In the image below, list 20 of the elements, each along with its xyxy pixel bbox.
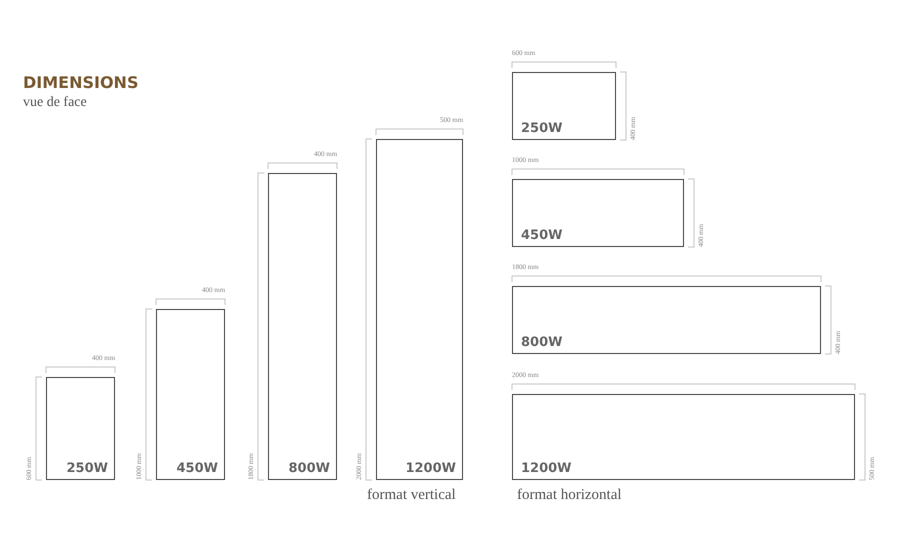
section-label: format vertical: [367, 488, 456, 503]
panel-outline: [376, 139, 463, 480]
heading: DIMENSIONS: [23, 75, 138, 91]
subtitle: vue de face: [23, 96, 87, 110]
section-label: format horizontal: [517, 488, 622, 503]
panel-outline: [512, 286, 821, 354]
wattage-label: 450W: [176, 462, 218, 475]
panel-outline: [512, 72, 616, 140]
panel-outline: [268, 173, 337, 480]
wattage-label: 450W: [521, 229, 562, 242]
panel-outline: [512, 394, 855, 480]
wattage-label: 800W: [521, 336, 562, 349]
wattage-label: 800W: [288, 462, 330, 475]
wattage-label: 1200W: [405, 462, 456, 475]
panel-outline: [512, 179, 684, 247]
panel-outline: [156, 309, 225, 480]
wattage-label: 250W: [521, 122, 562, 135]
wattage-label: 250W: [66, 462, 108, 475]
wattage-label: 1200W: [521, 462, 572, 475]
panel-outline: [46, 377, 115, 480]
